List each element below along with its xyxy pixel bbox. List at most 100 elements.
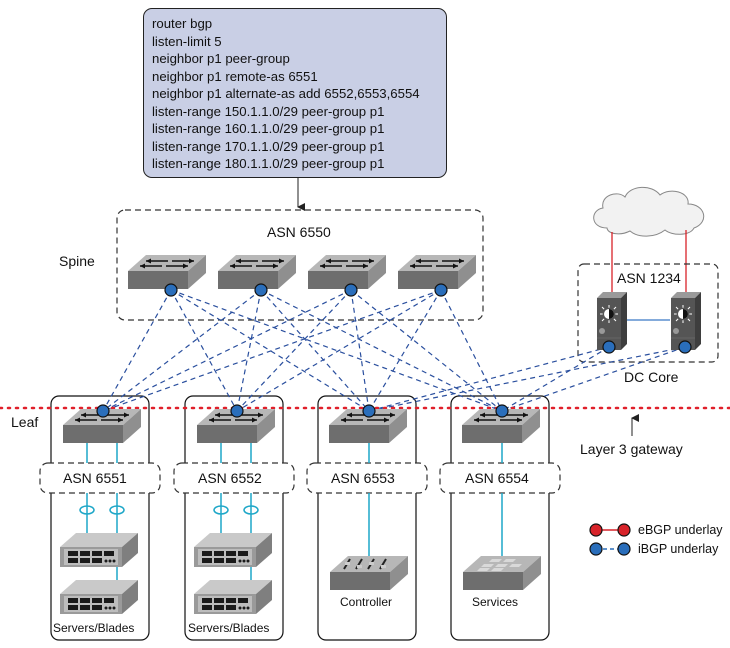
switch-side-face: [522, 409, 540, 443]
arrowhead-icon: [347, 412, 352, 418]
spine-peer-node: [434, 283, 448, 297]
router-ray: [687, 306, 691, 310]
server-side: [122, 580, 138, 614]
arrowhead-icon: [523, 412, 528, 418]
server-led: [242, 559, 246, 563]
spine-peer-node: [344, 283, 358, 297]
switch-side-face: [389, 409, 407, 443]
server-bay: [92, 598, 102, 603]
server-bay: [80, 605, 90, 610]
arrowhead-icon: [273, 263, 278, 269]
ibgp-core-link: [501, 346, 610, 412]
router-ray: [687, 318, 691, 322]
switch-front-face: [463, 572, 523, 590]
switch-side-face: [390, 556, 408, 590]
leaf-asn-group: [306, 462, 428, 494]
ebgp-legend-icon: [589, 522, 631, 537]
leaf-rack-1: [50, 395, 150, 641]
leaf-peer-node: [362, 404, 376, 418]
switch-front-face: [329, 425, 389, 443]
router-ray: [675, 318, 679, 322]
server-led: [108, 559, 112, 563]
switch-top-face: [218, 255, 296, 271]
router-ray: [613, 306, 617, 310]
spine-switch-2: [218, 255, 296, 289]
switch-top-face: [398, 255, 476, 271]
spine-asn-label: ASN 6550: [267, 224, 331, 240]
server-led: [104, 606, 108, 610]
lag-bundle-icon: [79, 505, 95, 515]
server-side: [122, 533, 138, 567]
arrowhead-icon: [183, 263, 188, 269]
ibgp-link: [170, 289, 238, 412]
leaf-asn-group: [173, 462, 295, 494]
switch-front-face: [128, 271, 188, 289]
server-bay: [80, 598, 90, 603]
router-ray: [601, 306, 605, 310]
dc-core-label: DC Core: [624, 369, 679, 385]
server-bay: [226, 551, 236, 556]
ibgp-link: [102, 289, 172, 412]
config-line: listen-limit 5: [152, 33, 222, 49]
config-line: router bgp: [152, 16, 213, 31]
arrowhead-icon: [146, 258, 151, 264]
server-bay: [202, 558, 212, 563]
legend-label-ebgp: eBGP underlay: [638, 522, 723, 537]
server-bay: [238, 551, 248, 556]
arrowhead-icon: [369, 258, 374, 264]
server-bay: [68, 551, 78, 556]
arrowhead-icon: [230, 263, 235, 269]
server-bay: [226, 558, 236, 563]
ibgp-link: [440, 289, 503, 412]
router-ray: [613, 318, 617, 322]
server-chassis-icon: [194, 580, 272, 614]
server-bay: [202, 551, 212, 556]
server-led: [112, 606, 116, 610]
server-bay: [92, 605, 102, 610]
server-led: [238, 559, 242, 563]
switch-side-face: [368, 255, 386, 289]
leaf-device-label: Controller: [340, 595, 393, 609]
server-top: [194, 580, 272, 594]
router-ray: [675, 306, 679, 310]
config-line: listen-range 160.1.1.0/29 peer-group p1: [152, 121, 385, 136]
leaf-asn-label: ASN 6553: [331, 470, 395, 486]
switch-front-face: [462, 425, 522, 443]
switch-top-face: [308, 255, 386, 271]
leaf-device-label: Services: [472, 595, 519, 609]
arrowhead-icon: [363, 263, 368, 269]
arrowhead-icon: [189, 258, 194, 264]
arrowhead-icon: [453, 263, 458, 269]
server-side: [256, 580, 272, 614]
switch-side-face: [257, 409, 275, 443]
firewall-brick-icon: [477, 568, 490, 571]
spine-switch-4: [398, 255, 476, 289]
switch-side-face: [523, 556, 541, 590]
switch-front-face: [63, 425, 123, 443]
spine-asn-group: [116, 209, 484, 321]
switch-front-face: [218, 271, 278, 289]
ibgp-link: [170, 289, 370, 412]
server-led: [238, 606, 242, 610]
ibgp-link: [170, 289, 503, 412]
arrowhead-icon: [279, 258, 284, 264]
ibgp-link: [102, 289, 262, 412]
arrowhead-icon: [517, 417, 522, 423]
slider-knob-icon: [345, 562, 350, 565]
arrowhead-icon: [459, 258, 464, 264]
server-bay: [68, 558, 78, 563]
legend-item-ibgp: iBGP underlay: [588, 539, 723, 558]
core-side: [621, 292, 627, 350]
arrowhead-icon: [252, 417, 257, 423]
ibgp-link: [236, 289, 442, 412]
server-bay: [92, 551, 102, 556]
server-bay: [214, 605, 224, 610]
controller-appliance: [330, 556, 408, 590]
arrowhead-icon: [410, 263, 415, 269]
arrowhead-icon: [118, 417, 123, 423]
leaf-asn-label: ASN 6551: [63, 470, 127, 486]
arrowhead-icon: [81, 412, 86, 418]
core-asn-group: [577, 263, 719, 363]
legend-item-ebgp: eBGP underlay: [588, 520, 723, 539]
